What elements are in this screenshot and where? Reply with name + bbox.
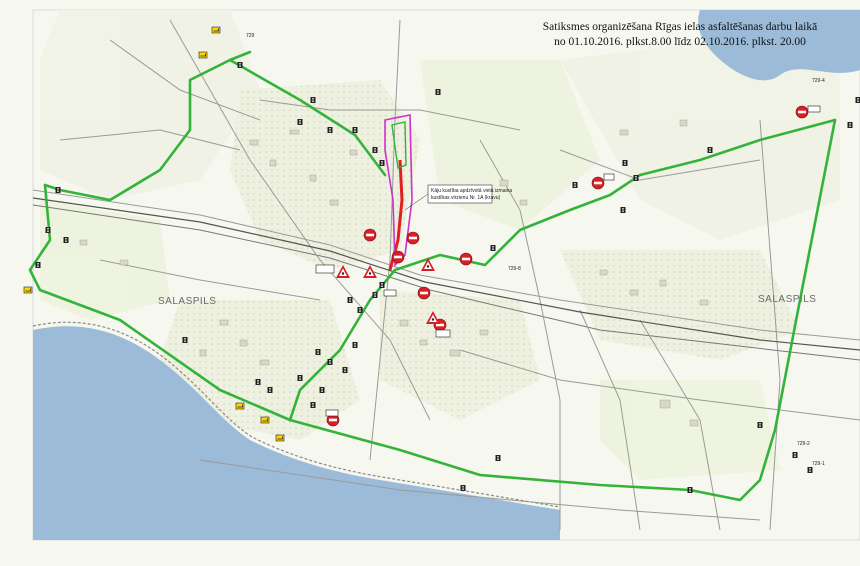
annotation-line-2: kustības virzienu Nr. 1A (kravu) [431,195,501,201]
map-title: Satiksmes organizēšana Rīgas ielas asfal… [520,20,840,50]
annotation-box: Kāju kustība apdzīvotā vietā izmaina kus… [404,184,512,211]
work-zone-inner [391,121,407,169]
map-title-line-1: Satiksmes organizēšana Rīgas ielas asfal… [542,21,818,33]
road-code-3: 729-2 [797,441,810,447]
road-code-4: 729-8 [508,266,521,272]
road-code-5: 729 [246,33,255,39]
road-code-2: 729-1 [812,461,825,467]
detour-routes [28,50,837,502]
detour-arrow-icon [23,286,33,294]
urban-areas [40,10,840,480]
detour-arrow-icon [211,26,221,34]
railway [32,197,860,351]
detour-route-northwest [43,58,387,202]
lake [698,10,860,81]
detour-route-northeast [483,118,837,267]
detour-route-west [28,118,837,502]
detour-route-center [288,268,397,422]
detour-arrow-icon [260,416,270,424]
no-entry-sign-icon [795,105,809,119]
detour-arrow-icon [198,51,208,59]
no-entry-sign-icon [406,231,420,245]
river-shore [32,321,561,508]
river [33,326,560,540]
info-plates [315,105,821,417]
detour-arrow-icon [235,402,245,410]
no-entry-sign-icon [459,252,473,266]
map-title-line-2: no 01.10.2016. plkst.8.00 līdz 02.10.201… [554,36,806,48]
road-code-1: 729-4 [812,78,825,84]
no-entry-sign-icon [363,228,377,242]
no-entry-sign-icon [591,176,605,190]
road-network [32,19,860,531]
buildings [79,119,709,427]
annotation-line-1: Kāju kustība apdzīvotā vietā izmaina [431,188,512,194]
detour-arrow-icon [275,434,285,442]
no-entry-sign-icon [391,250,405,264]
town-label-salaspils-west: SALASPILS [158,296,216,307]
town-label-salaspils-east: SALASPILS [758,294,816,305]
no-entry-sign-icon [417,286,431,300]
detour-route-north [228,50,252,62]
